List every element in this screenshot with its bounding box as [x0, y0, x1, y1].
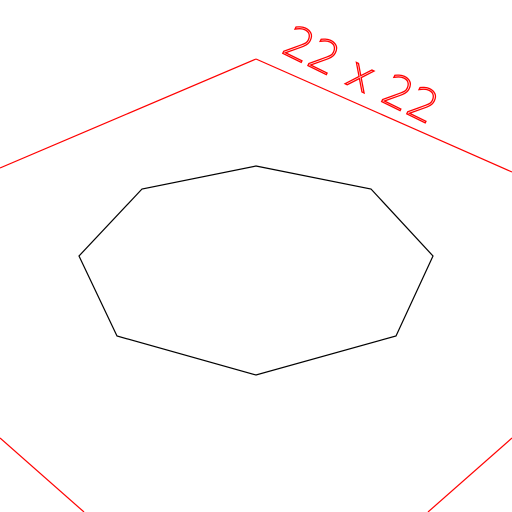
- boundary-edge-top-left: [0, 58, 257, 169]
- boundary-edge-bottom-left: [0, 437, 85, 512]
- boundary-edge-top-right: [255, 58, 512, 173]
- boundary-outline: [0, 58, 512, 512]
- boundary-edge-bottom-right: [427, 437, 512, 512]
- octagon-shape: [78, 165, 434, 376]
- dimension-label: 22 x 22: [275, 16, 447, 135]
